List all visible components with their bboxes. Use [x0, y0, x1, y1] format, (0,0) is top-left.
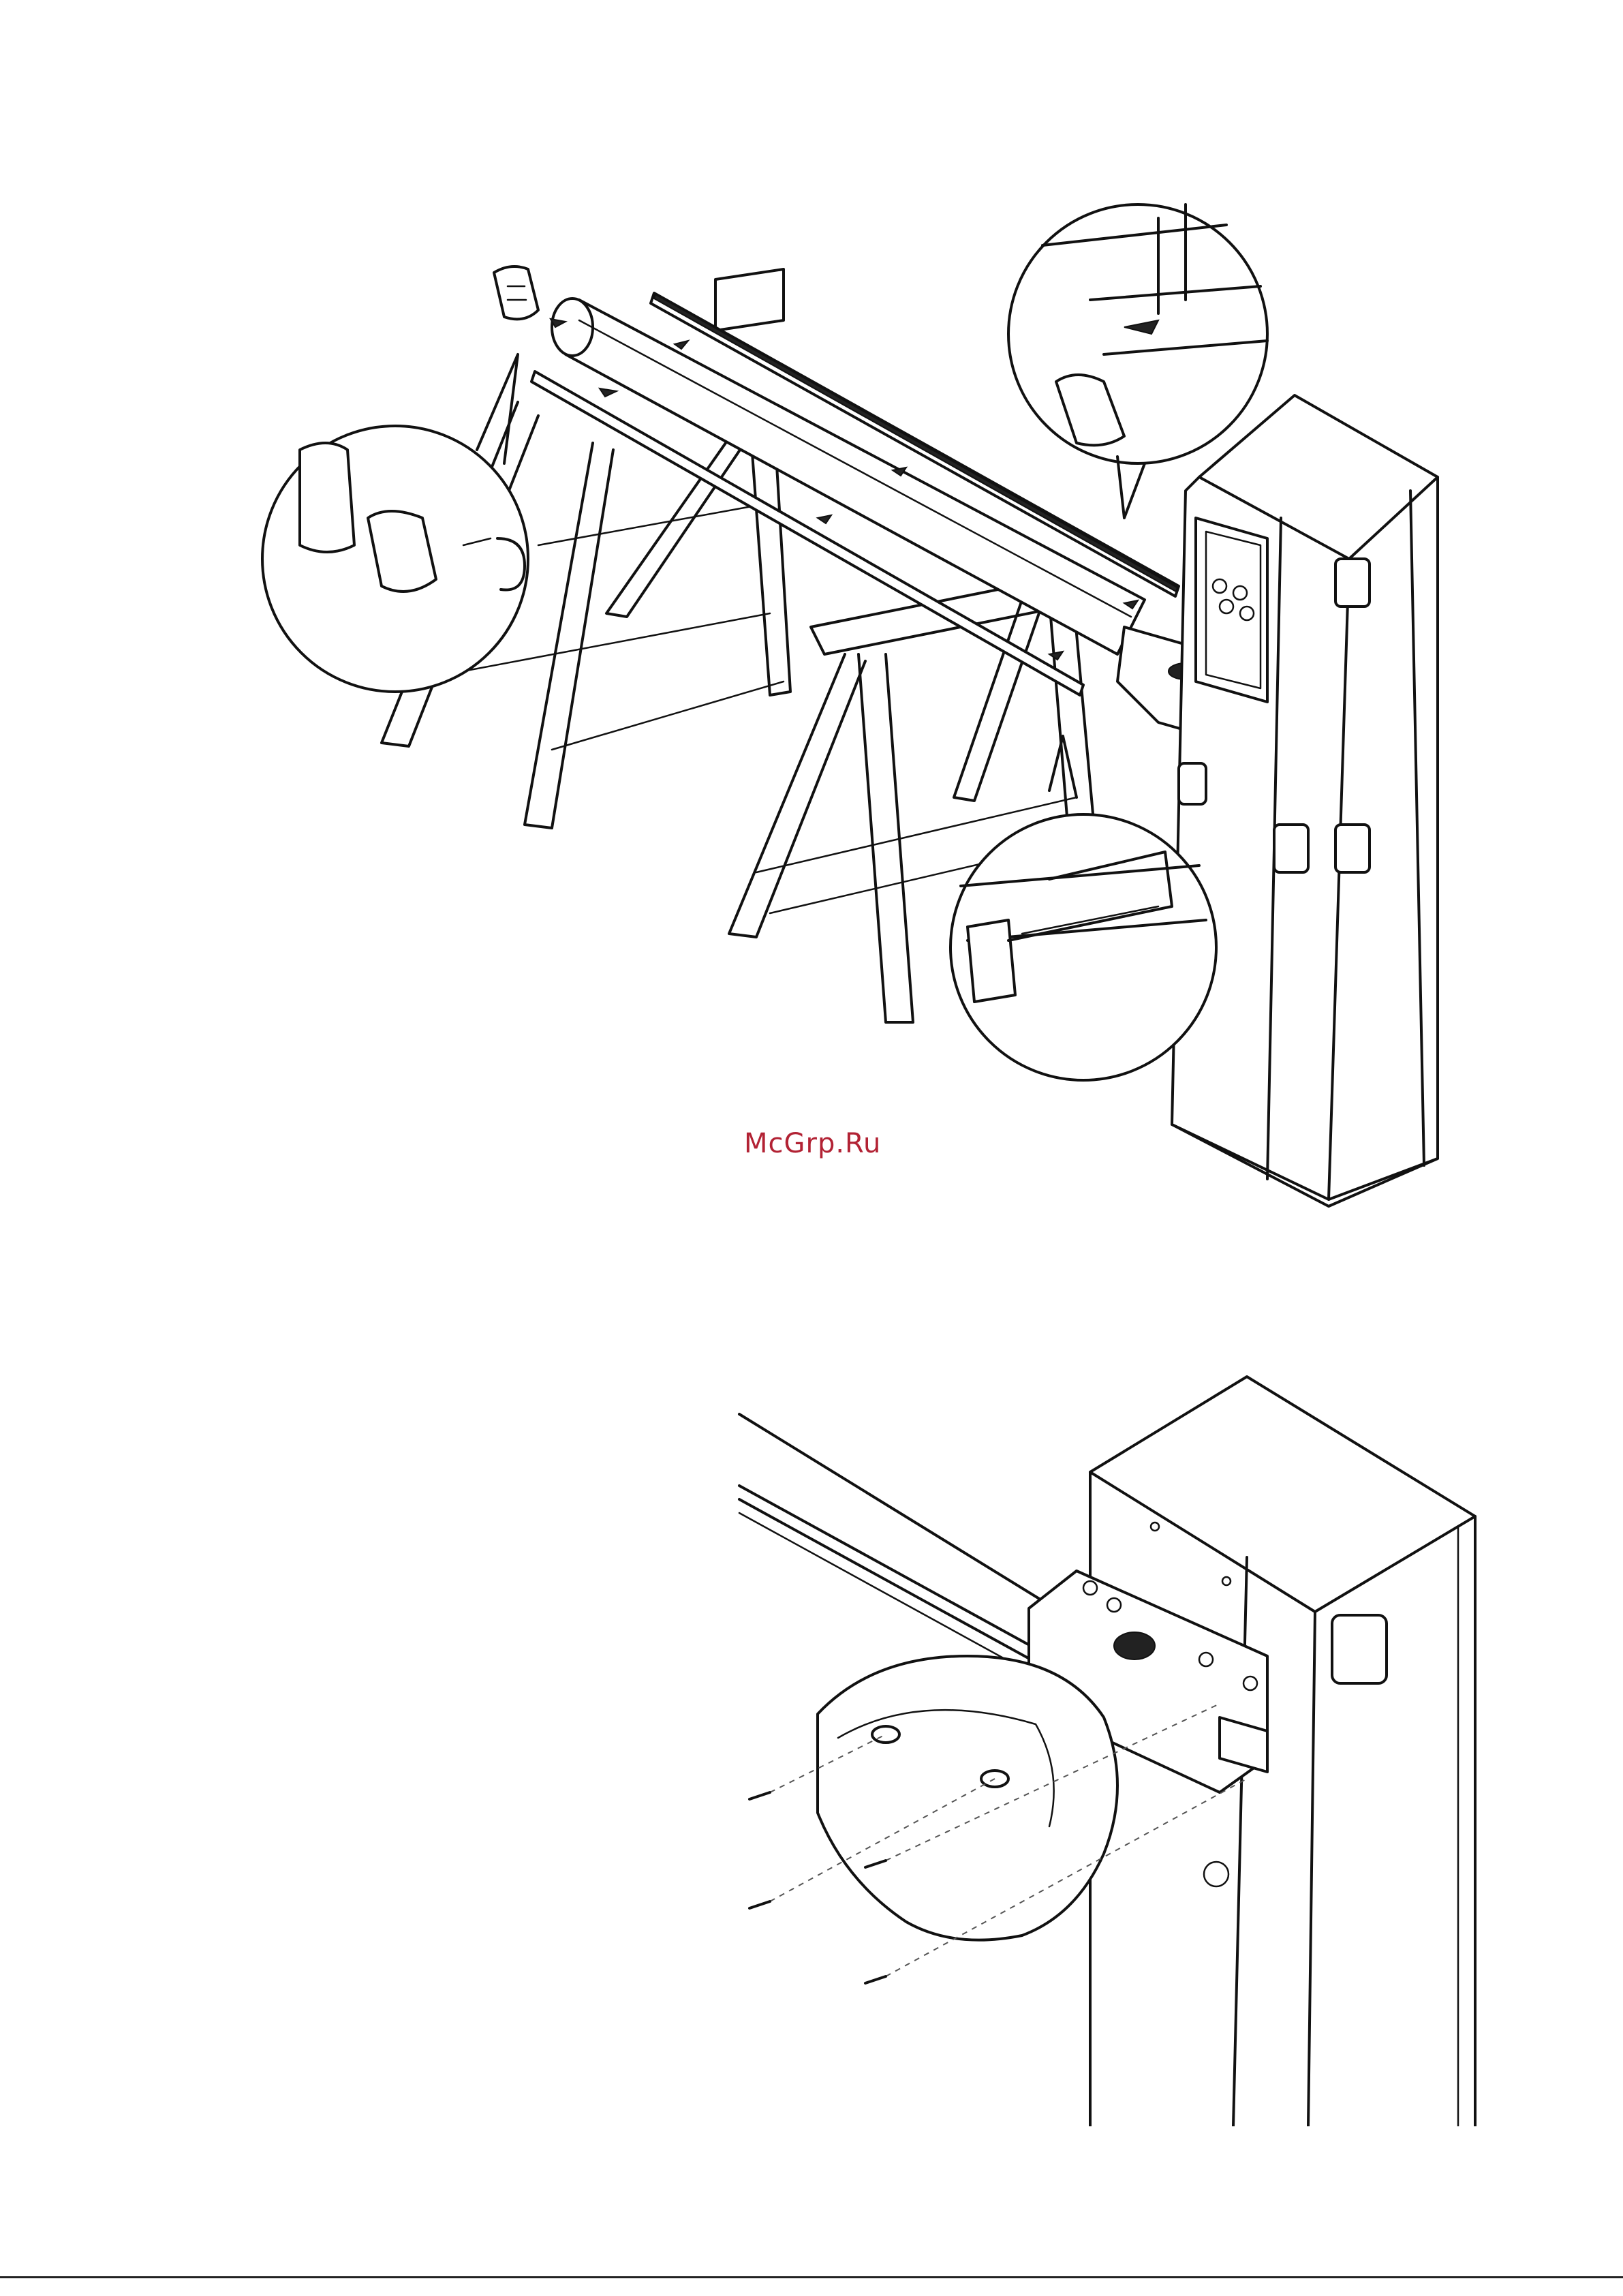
- boom-assembly-illustration: [0, 0, 1623, 1227]
- cover-attachment-illustration: [0, 1336, 1623, 2126]
- end-cap: [494, 266, 538, 319]
- boom-side: [739, 1414, 1049, 1683]
- page-bottom-rule: [0, 2276, 1623, 2278]
- barrier-cabinet: [1172, 395, 1438, 1206]
- watermark-text: McGrp.Ru: [744, 1128, 881, 1159]
- holder-cover: [818, 1656, 1117, 1940]
- detail-hacksaw-cut: [950, 736, 1216, 1080]
- hacksaw-icon: [968, 920, 1015, 1002]
- boom-assembly-drawing: [0, 0, 1623, 1227]
- cam-icon: [1332, 1615, 1387, 1683]
- cam-icon: [1335, 559, 1370, 607]
- cover-attachment-drawing: [0, 1336, 1623, 2126]
- detail-end-cap: [262, 354, 528, 692]
